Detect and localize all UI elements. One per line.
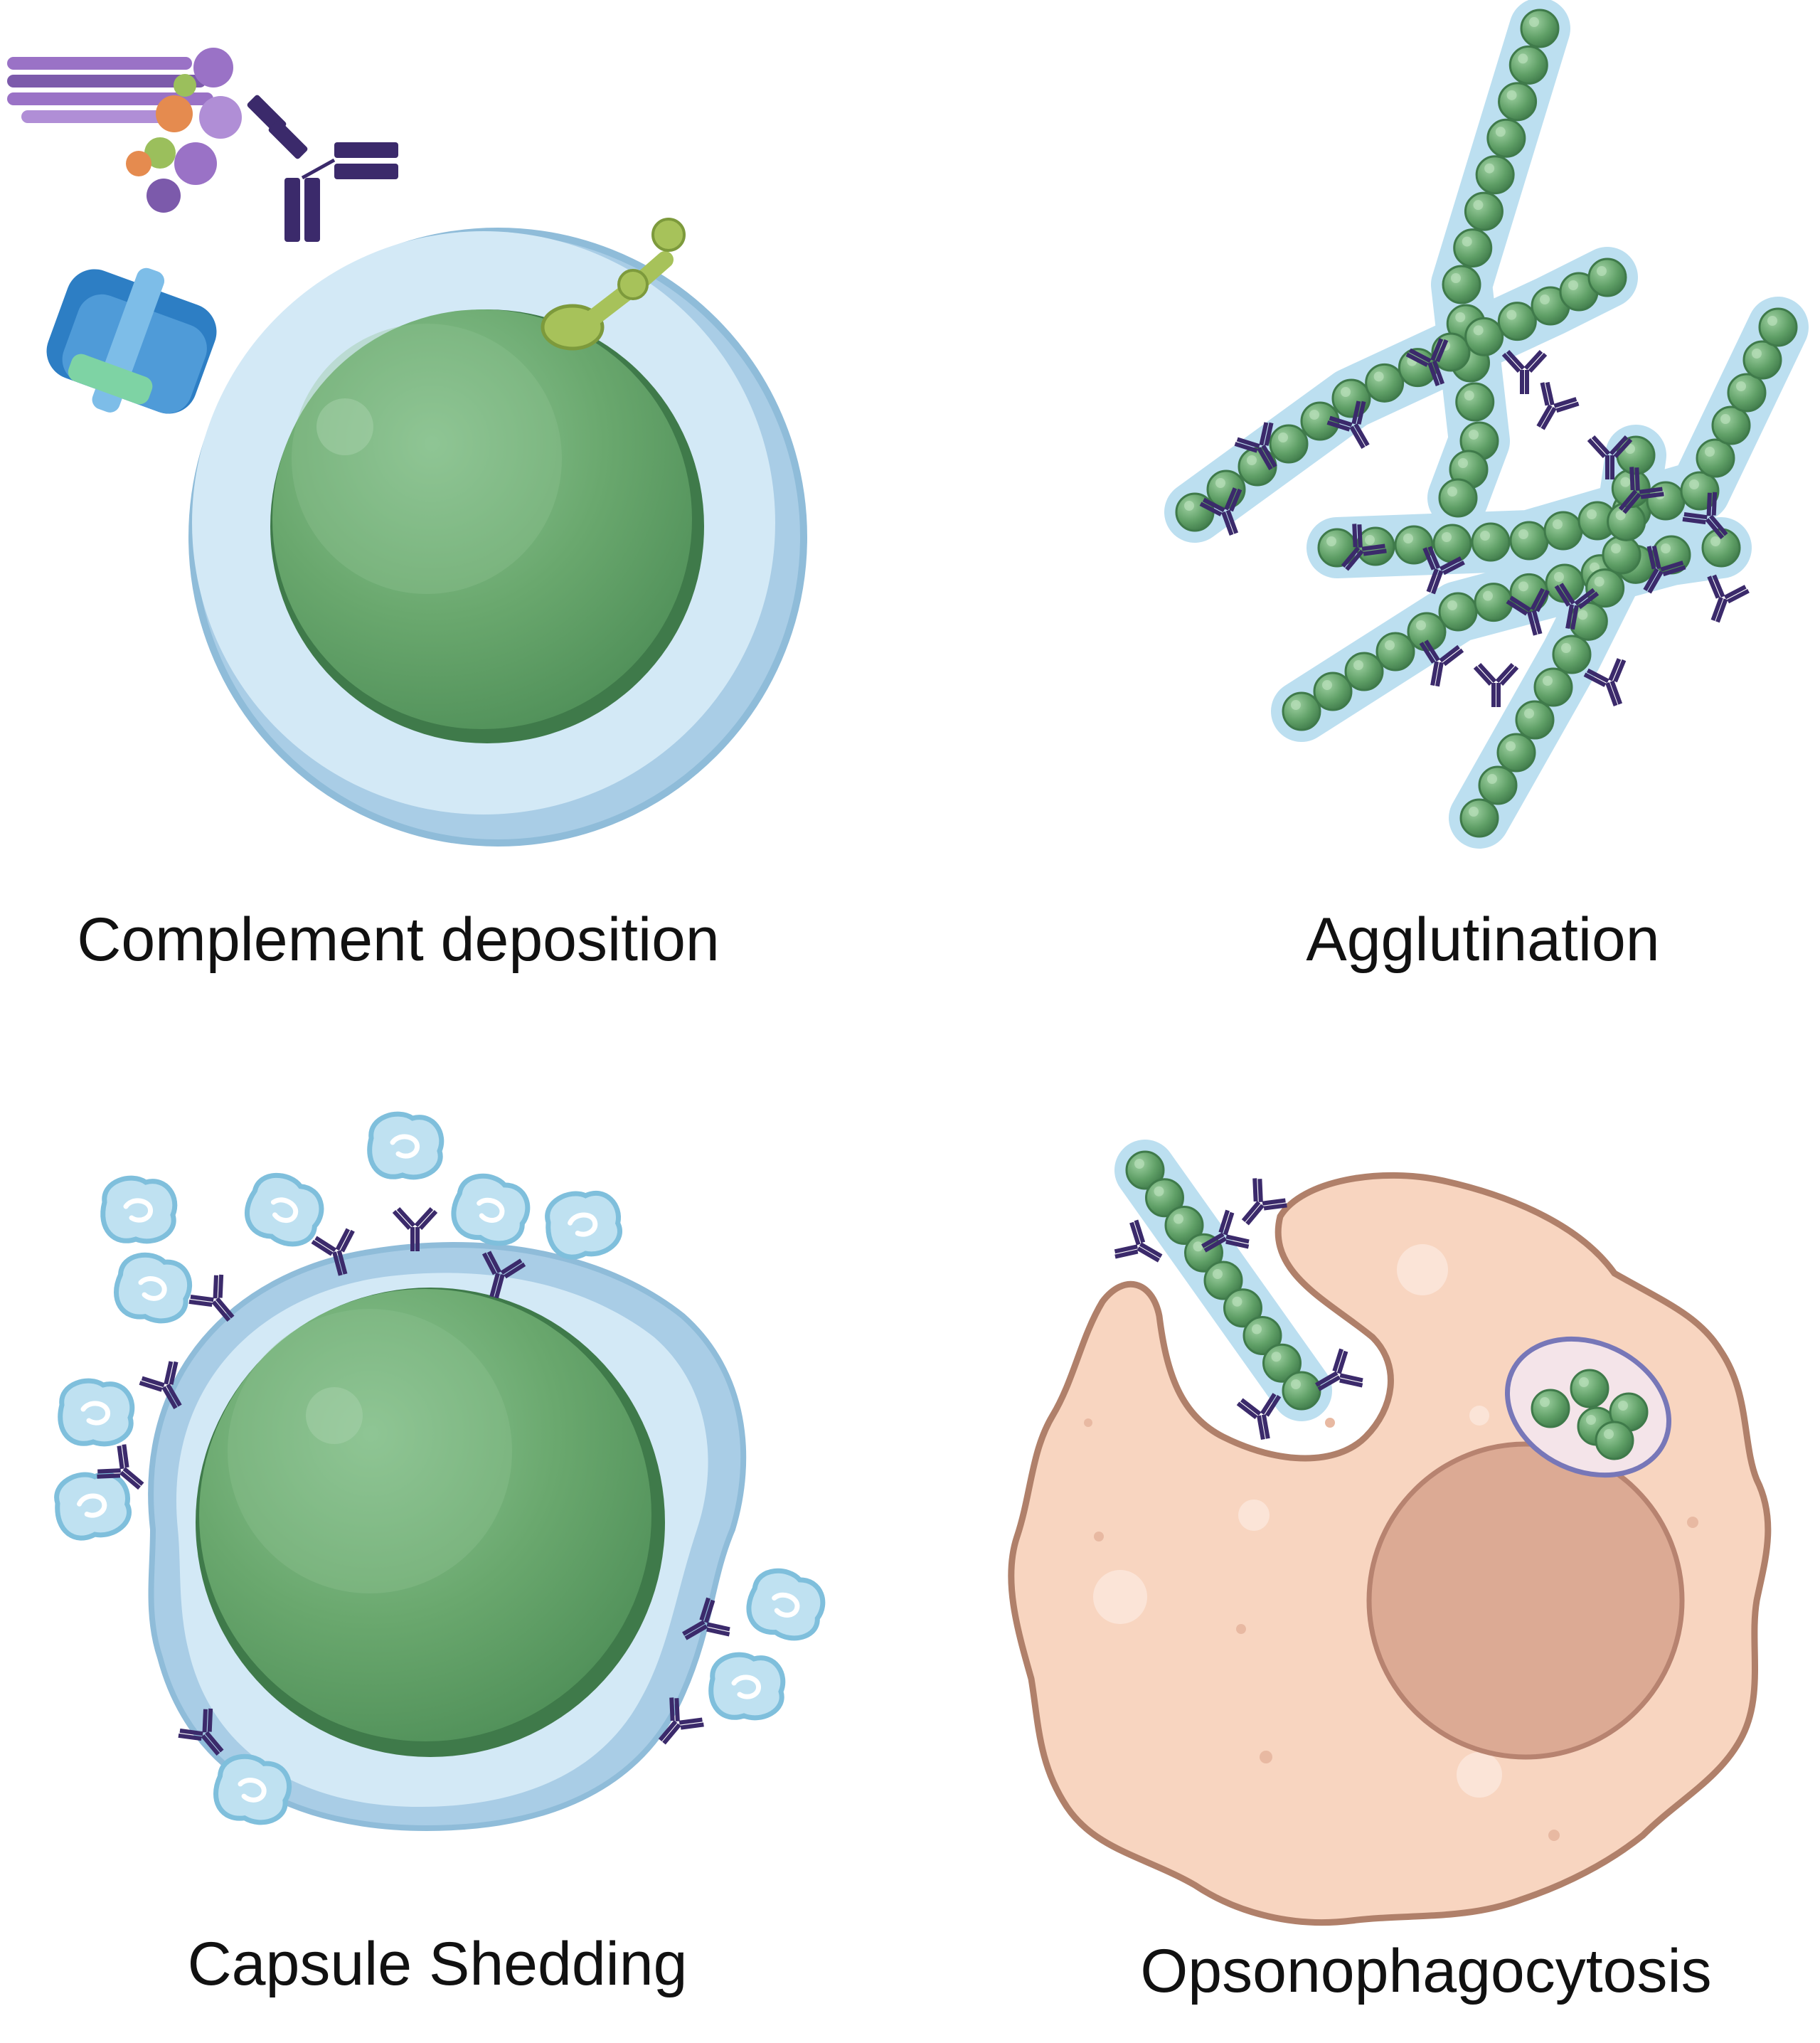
coccus xyxy=(1727,373,1767,413)
coccus xyxy=(1552,635,1592,674)
coccus xyxy=(1282,1371,1321,1411)
phagosome xyxy=(1504,1336,1672,1478)
coccus xyxy=(1486,118,1526,158)
coccus xyxy=(1375,632,1415,672)
coccus xyxy=(1471,522,1511,562)
coccus xyxy=(1515,700,1555,740)
coccus xyxy=(1442,265,1481,304)
opsonophagocytosis-panel xyxy=(1008,1140,1772,1926)
complement-protein-complex xyxy=(7,48,242,213)
capsule-shedding-panel xyxy=(52,1114,829,1832)
opsonophagocytosis-label: Opsonophagocytosis xyxy=(1140,1937,1712,2005)
coccus xyxy=(1365,363,1405,403)
complement-deposition-label: Complement deposition xyxy=(77,906,720,974)
complement-c3b xyxy=(541,218,686,351)
coccus xyxy=(1175,492,1215,532)
antibody xyxy=(1696,574,1750,629)
membrane-attack-complex xyxy=(46,267,217,414)
coccus xyxy=(1464,191,1504,231)
agglutination-panel xyxy=(1164,0,1809,849)
coccus xyxy=(1344,652,1384,691)
coccus xyxy=(1438,478,1478,518)
capsule-fragment xyxy=(711,1655,783,1718)
coccus xyxy=(1313,672,1353,711)
coccus xyxy=(1498,82,1538,122)
macrophage-nucleus xyxy=(1366,1441,1685,1760)
coccus xyxy=(1758,307,1798,347)
coccus xyxy=(1432,524,1472,563)
coccus xyxy=(1711,405,1751,445)
coccus xyxy=(1533,667,1573,707)
capsule-fragment xyxy=(543,1187,624,1261)
antibody xyxy=(1522,380,1580,437)
capsule-shedding-label: Capsule Shedding xyxy=(187,1930,688,1998)
capsule-fragment xyxy=(112,1251,194,1325)
coccus xyxy=(1520,9,1560,48)
capsule-fragment xyxy=(60,1381,132,1444)
coccus xyxy=(1282,691,1321,731)
coccus xyxy=(1508,45,1548,85)
coccus xyxy=(1269,424,1309,464)
coccus xyxy=(1646,481,1686,521)
encapsulated-bacterium xyxy=(188,228,807,847)
coccus xyxy=(1475,155,1515,195)
capsule-fragment xyxy=(448,1170,534,1250)
coccus xyxy=(1509,521,1549,561)
capsule-fragment xyxy=(52,1468,134,1542)
coccus xyxy=(1496,733,1536,773)
coccus xyxy=(1742,340,1782,380)
coccus xyxy=(1453,228,1493,268)
coccus xyxy=(1585,568,1625,608)
agglutination-label: Agglutination xyxy=(1306,906,1660,974)
coccus xyxy=(1587,258,1627,297)
coccus xyxy=(1696,438,1735,478)
capsule-fragment xyxy=(370,1114,442,1177)
complement-deposition-panel xyxy=(7,48,807,847)
coccus xyxy=(1543,511,1583,551)
shedding-bacterium xyxy=(148,1242,747,1832)
coccus xyxy=(1602,535,1641,575)
antibody-igg xyxy=(247,95,398,242)
capsule-fragment xyxy=(743,1565,829,1645)
coccus xyxy=(1464,317,1504,356)
coccus xyxy=(1497,302,1537,341)
coccus xyxy=(1438,592,1478,632)
coccus xyxy=(1474,583,1513,622)
coccus xyxy=(1455,382,1495,422)
coccus xyxy=(1459,798,1499,838)
coccus xyxy=(1331,378,1371,418)
coccus xyxy=(1478,765,1518,805)
capsule-fragment xyxy=(103,1178,175,1241)
